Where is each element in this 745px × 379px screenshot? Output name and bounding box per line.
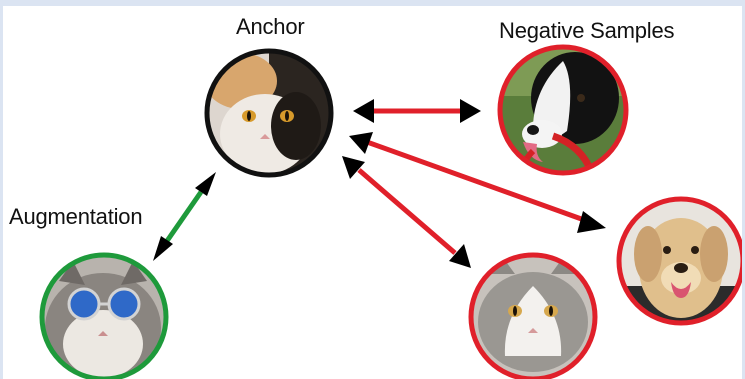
negative-dog2-image [616,196,742,326]
anchor-cat-image [204,48,334,178]
negative-arrow-dog2 [349,132,606,233]
anchor-label: Anchor [236,14,305,39]
augmentation-label: Augmentation [9,204,143,229]
negative-dog1-image [497,44,629,176]
diagram-svg [39,44,742,379]
negative-arrow-cat [342,156,471,268]
negative-arrow-dog1 [353,99,481,123]
negative-cat-image [468,252,598,379]
augmentation-cat-image [39,252,169,379]
negative-samples-label: Negative Samples [499,18,675,43]
augmentation-arrow [153,172,216,261]
